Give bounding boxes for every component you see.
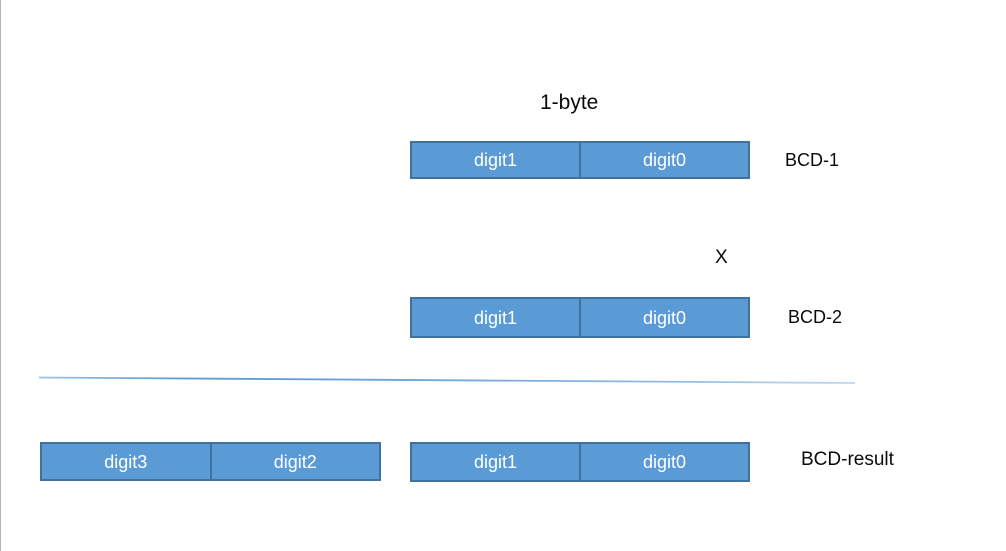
bcd2-byte-box: digit1 digit0 bbox=[410, 297, 750, 338]
digit-cell-label: digit0 bbox=[642, 307, 687, 328]
multiplication-operator: X bbox=[715, 247, 728, 268]
bcd2-digit0-cell: digit0 bbox=[579, 299, 748, 336]
digit-cell-label: digit2 bbox=[273, 451, 317, 472]
result-digit0-cell: digit0 bbox=[579, 444, 748, 480]
bcd1-row-label: BCD-1 bbox=[785, 149, 840, 170]
digit-cell-label: digit3 bbox=[104, 451, 148, 472]
digit-cell-label: digit0 bbox=[642, 452, 687, 472]
result-low-byte-box: digit1 digit0 bbox=[410, 442, 750, 482]
digit-cell-label: digit1 bbox=[473, 150, 518, 170]
bcd-result-row-label: BCD-result bbox=[801, 449, 894, 470]
bcd2-row-label: BCD-2 bbox=[788, 307, 843, 327]
bcd2-digit1-cell: digit1 bbox=[412, 299, 579, 336]
bcd1-byte-box: digit1 digit0 bbox=[410, 141, 750, 179]
digit-cell-label: digit1 bbox=[473, 452, 518, 472]
result-digit2-cell: digit2 bbox=[209, 444, 380, 479]
bcd1-digit0-cell: digit0 bbox=[579, 143, 748, 177]
result-high-byte-box: digit3 digit2 bbox=[40, 442, 381, 481]
bcd1-digit1-cell: digit1 bbox=[412, 143, 579, 177]
digit-cell-label: digit1 bbox=[473, 307, 518, 328]
byte-width-label: 1-byte bbox=[540, 91, 599, 114]
slide-edge-line bbox=[0, 0, 1, 551]
result-digit1-cell: digit1 bbox=[412, 444, 579, 480]
digit-cell-label: digit0 bbox=[642, 150, 687, 170]
result-digit3-cell: digit3 bbox=[42, 444, 210, 479]
